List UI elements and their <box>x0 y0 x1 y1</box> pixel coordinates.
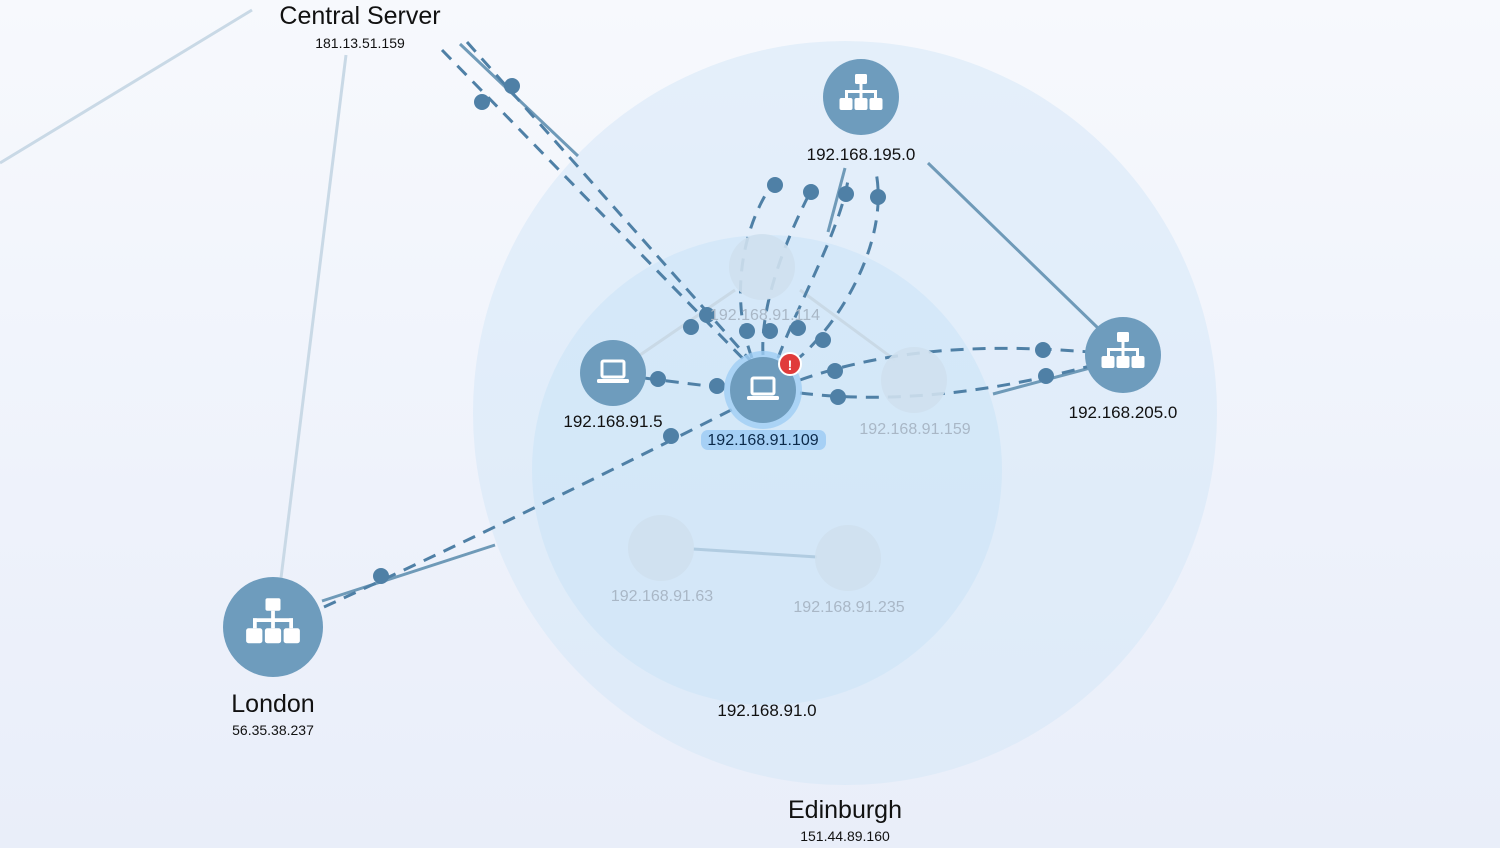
traffic-dot <box>650 371 666 387</box>
link-central-to-london <box>279 54 348 579</box>
traffic-dot <box>870 189 886 205</box>
traffic-dot <box>709 378 725 394</box>
subnet-91-label: 192.168.91.0 <box>717 701 816 720</box>
host-label-63: 192.168.91.63 <box>611 588 713 605</box>
traffic-link-london <box>323 406 736 609</box>
traffic-markers <box>373 78 1054 584</box>
traffic-dot <box>803 184 819 200</box>
london-site-name: London <box>231 690 314 718</box>
traffic-dot <box>790 320 806 336</box>
link-subnet195-to-subnet205 <box>926 161 1102 332</box>
traffic-dot <box>827 363 843 379</box>
alert-badge[interactable]: ! <box>778 352 802 376</box>
host-label-5: 192.168.91.5 <box>563 412 662 431</box>
traffic-dot <box>373 568 389 584</box>
traffic-dot <box>838 186 854 202</box>
traffic-dot <box>504 78 520 94</box>
traffic-dot <box>699 307 715 323</box>
london-site-ip: 56.35.38.237 <box>232 722 314 738</box>
traffic-dot <box>1038 368 1054 384</box>
link-subnet195-to-group <box>826 167 847 233</box>
traffic-dot <box>762 323 778 339</box>
host-node-63[interactable] <box>628 515 694 581</box>
host-node-114[interactable] <box>729 234 795 300</box>
london-site-node[interactable] <box>223 577 323 677</box>
link-h63-to-h235 <box>692 547 818 559</box>
host-node-5[interactable] <box>580 340 646 406</box>
host-label-235: 192.168.91.235 <box>793 599 904 616</box>
host-node-159[interactable] <box>881 347 947 413</box>
link-offscreen-to-central <box>0 8 253 165</box>
traffic-link-h5 <box>643 376 741 392</box>
edinburgh-site-name: Edinburgh <box>788 796 902 824</box>
traffic-link-central-a <box>440 48 756 372</box>
traffic-dot <box>815 332 831 348</box>
traffic-dot <box>1035 342 1051 358</box>
traffic-dot <box>767 177 783 193</box>
central-server-name: Central Server <box>279 2 440 30</box>
subnet-node-195[interactable] <box>823 59 899 135</box>
traffic-dot <box>663 428 679 444</box>
traffic-dot <box>474 94 490 110</box>
central-server-ip: 181.13.51.159 <box>315 35 405 51</box>
link-london-to-edinburgh <box>321 543 496 603</box>
subnet-label-205: 192.168.205.0 <box>1069 403 1178 422</box>
host-node-235[interactable] <box>815 525 881 591</box>
traffic-dot <box>683 319 699 335</box>
host-label-114: 192.168.91.114 <box>710 307 820 324</box>
edinburgh-site-ip: 151.44.89.160 <box>800 828 890 844</box>
selected-label-bg <box>701 430 826 450</box>
traffic-dot <box>739 323 755 339</box>
alert-icon: ! <box>788 357 793 373</box>
link-h114-to-h159 <box>799 288 896 362</box>
traffic-dot <box>830 389 846 405</box>
traffic-link-subnet195-c <box>776 179 850 359</box>
host-label-109: 192.168.91.109 <box>707 432 818 449</box>
host-label-159: 192.168.91.159 <box>859 421 970 438</box>
subnet-label-195: 192.168.195.0 <box>807 145 916 164</box>
subnet-node-205[interactable] <box>1085 317 1161 393</box>
